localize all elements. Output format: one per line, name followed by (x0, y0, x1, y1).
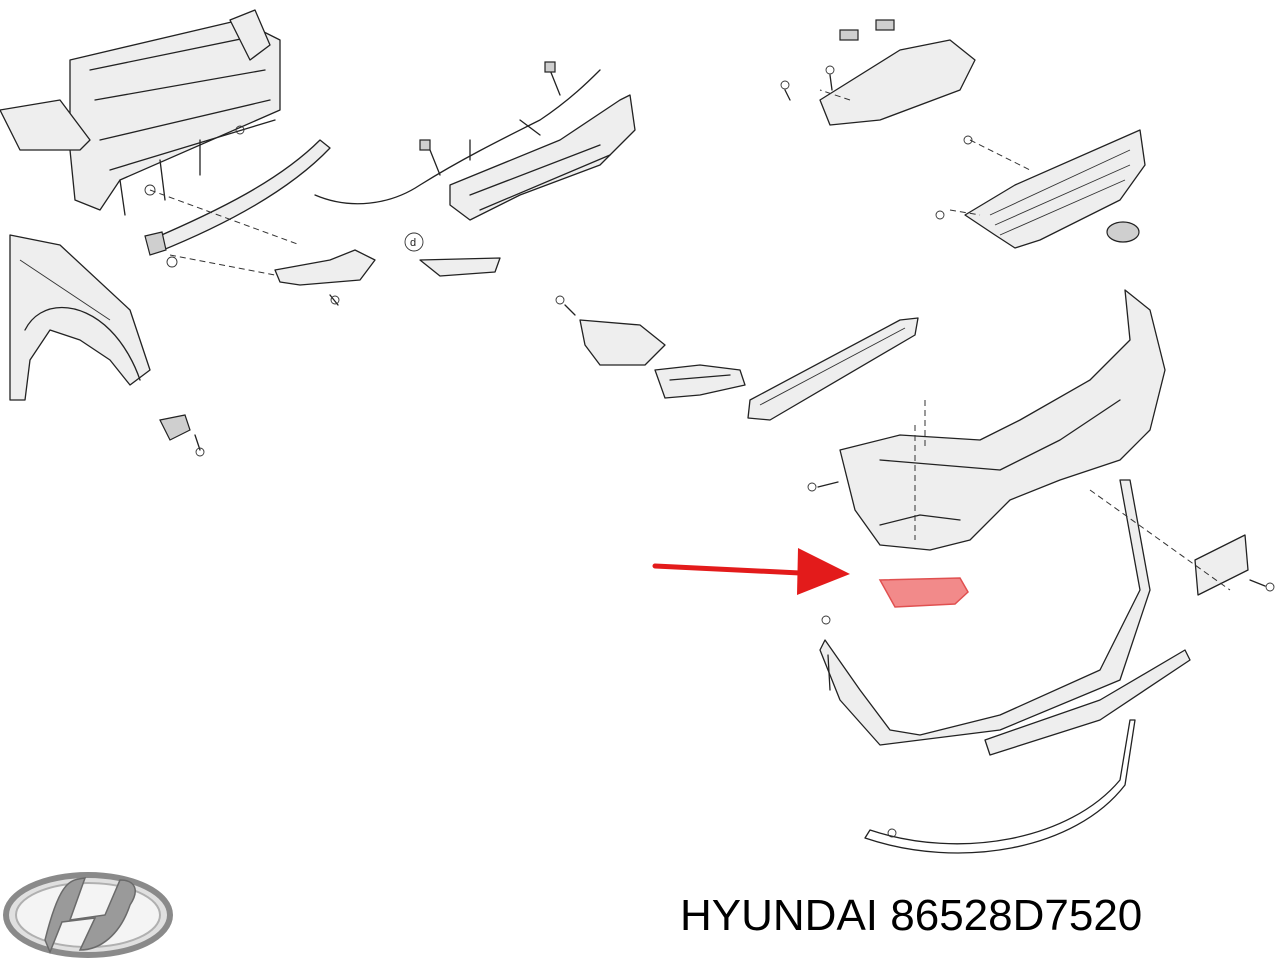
engine-top-cover (780, 19, 976, 126)
radiator-grille (935, 129, 1146, 249)
callout-d-part: d (404, 232, 501, 277)
brand-name: HYUNDAI (680, 891, 879, 940)
part-caption: HYUNDAI 86528D7520 (680, 886, 1240, 946)
front-fender (9, 234, 151, 401)
energy-absorber (449, 94, 636, 221)
part-number: 86528D7520 (890, 891, 1143, 940)
bumper-side-bracket (274, 249, 376, 306)
red-arrow-icon (652, 548, 850, 595)
callout-label: d (410, 237, 416, 249)
fog-lamp-bezel (654, 364, 746, 399)
highlighted-reflector-part (878, 577, 969, 608)
license-plate-bracket (1194, 534, 1275, 596)
fog-lamp (555, 295, 666, 366)
lower-bumper-trim (819, 479, 1191, 854)
wiring-harness (314, 61, 601, 205)
bumper-beam-strip (144, 139, 331, 268)
lower-grille (747, 317, 919, 421)
leader-lines (149, 89, 1231, 591)
fender-bracket (159, 414, 205, 457)
hyundai-logo-icon (3, 872, 173, 958)
radiator-support-frame (0, 9, 281, 216)
front-bumper-cover (807, 289, 1166, 551)
